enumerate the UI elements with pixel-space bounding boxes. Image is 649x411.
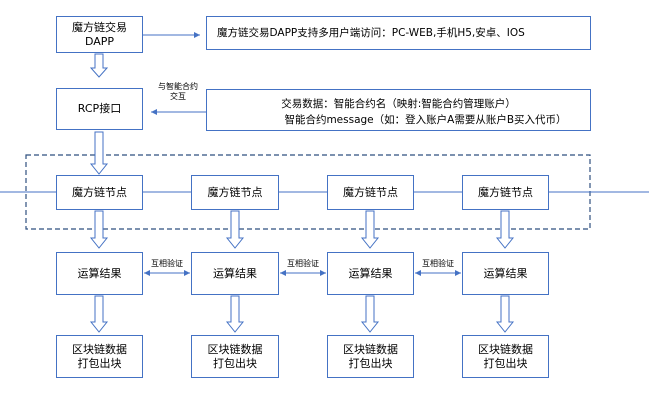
result-box-2: 运算结果	[191, 252, 279, 295]
down-arrow-node2-result	[225, 210, 245, 249]
hollow-down-arrows	[89, 53, 515, 333]
block-box-4: 区块链数据 打包出块	[462, 335, 549, 378]
down-arrow-result1-block	[89, 295, 109, 333]
verify-label-3: 互相验证	[422, 259, 454, 268]
node-box-3: 魔方链节点	[327, 175, 414, 210]
block-box-1: 区块链数据 打包出块	[56, 335, 143, 378]
down-arrow-node4-result	[495, 210, 515, 249]
block-box-3: 区块链数据 打包出块	[327, 335, 414, 378]
transaction-line-1: 交易数据：智能合约名（映射:智能合约管理账户）	[281, 98, 516, 110]
down-arrow-rcp-node	[89, 131, 109, 175]
contract-interaction-label: 与智能合约 交互	[158, 82, 198, 101]
transaction-line-2: 智能合约message（如：登入账户A需要从账户B买入代币）	[284, 114, 567, 126]
down-arrow-result4-block	[495, 295, 515, 333]
rcp-box: RCP接口	[56, 88, 143, 130]
down-arrow-result2-block	[225, 295, 245, 333]
dapp-box: 魔方链交易 DAPP	[56, 16, 143, 53]
down-arrow-node1-result	[89, 210, 109, 249]
down-arrow-result3-block	[360, 295, 380, 333]
dapp-access-box: 魔方链交易DAPP支持多用户端访问：PC-WEB,手机H5,安卓、IOS	[206, 16, 591, 50]
node-box-4: 魔方链节点	[462, 175, 549, 210]
result-box-1: 运算结果	[56, 252, 143, 295]
result-box-4: 运算结果	[462, 252, 549, 295]
down-arrow-node3-result	[360, 210, 380, 249]
result-box-3: 运算结果	[327, 252, 414, 295]
node-box-2: 魔方链节点	[191, 175, 279, 210]
transaction-data-box: 交易数据：智能合约名（映射:智能合约管理账户） 智能合约message（如：登入…	[206, 89, 591, 131]
down-arrow-dapp-rcp	[89, 53, 109, 78]
verify-label-2: 互相验证	[287, 259, 319, 268]
block-box-2: 区块链数据 打包出块	[191, 335, 279, 378]
verify-label-1: 互相验证	[151, 259, 183, 268]
node-box-1: 魔方链节点	[56, 175, 143, 210]
